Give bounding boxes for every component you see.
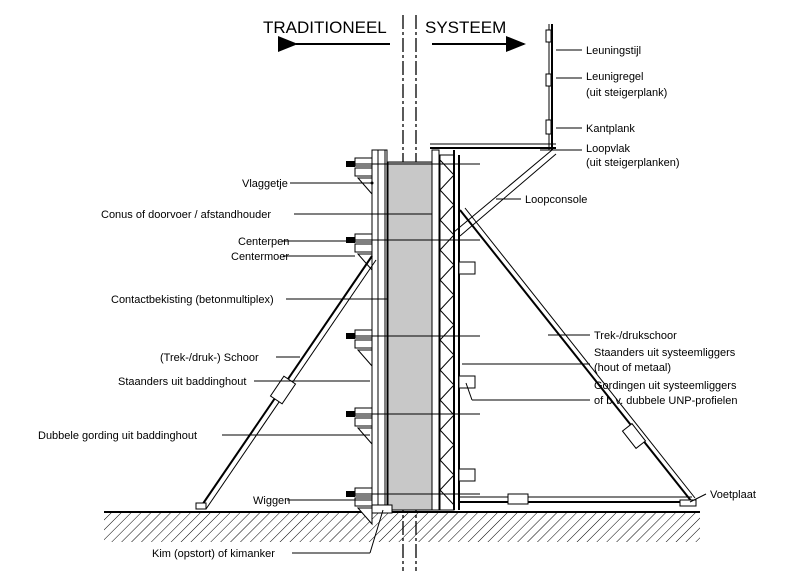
label-contactbekisting: Contactbekisting (betonmultiplex): [111, 294, 274, 306]
system-clamp: [458, 261, 476, 275]
system-formwork: [431, 149, 460, 511]
system-clamp: [458, 468, 476, 482]
wale-block: [354, 329, 373, 339]
wedge: [356, 253, 373, 272]
label-vlaggetje: Vlaggetje: [242, 178, 288, 190]
right-brace: [459, 207, 697, 507]
label-staanders: Staanders uit baddinghout: [118, 376, 246, 388]
label-loopvlak: Loopvlak: [586, 143, 631, 155]
wedge: [356, 427, 373, 446]
label-leunigregel-sub: (uit steigerplank): [586, 87, 667, 99]
header-systeem: SYSTEEM: [425, 18, 506, 37]
label-leuningstijl: Leuningstijl: [586, 45, 641, 57]
label-kantplank: Kantplank: [586, 123, 635, 135]
label-schoor: (Trek-/druk-) Schoor: [160, 352, 259, 364]
label-kim: Kim (opstort) of kimanker: [152, 548, 275, 560]
label-centermoer: Centermoer: [231, 251, 289, 263]
label-voetplaat: Voetplaat: [710, 489, 756, 501]
wale-block: [354, 157, 373, 167]
label-gordingen-sys: Gordingen uit systeemliggers: [594, 380, 737, 392]
label-leunigregel: Leunigregel: [586, 71, 644, 83]
wale-block: [354, 497, 373, 507]
label-trekschoor: Trek-/drukschoor: [594, 330, 677, 342]
system-clamp: [458, 375, 476, 389]
left-wales: [346, 157, 373, 526]
wale-block: [354, 417, 373, 427]
label-gording: Dubbele gording uit baddinghout: [38, 430, 197, 442]
right-labels: Leuningstijl Leunigregel (uit steigerpla…: [462, 45, 756, 503]
label-staanders-sys-sub: (hout of metaal): [594, 362, 671, 374]
wedge: [356, 177, 373, 196]
wedge: [356, 507, 373, 526]
left-brace: [195, 255, 377, 510]
wedge: [356, 349, 373, 368]
header-traditioneel: TRADITIONEEL: [263, 18, 387, 37]
label-staanders-sys: Staanders uit systeemliggers: [594, 347, 736, 359]
ground: [104, 511, 700, 542]
wale-block: [354, 339, 373, 349]
label-loopvlak-sub: (uit steigerplanken): [586, 157, 680, 169]
wale-block: [354, 487, 373, 497]
wale-block: [354, 233, 373, 243]
label-wiggen: Wiggen: [253, 495, 290, 507]
wale-block: [354, 407, 373, 417]
label-loopconsole: Loopconsole: [525, 194, 587, 206]
traditional-formwork: [371, 149, 388, 511]
left-labels: Vlaggetje Conus of doorvoer / afstandhou…: [38, 178, 433, 560]
wale-block: [354, 167, 373, 177]
label-conus: Conus of doorvoer / afstandhouder: [101, 209, 271, 221]
wale-block: [354, 243, 373, 253]
label-gordingen-sys-sub: of b.v. dubbele UNP-profielen: [594, 395, 738, 407]
form-ties: [346, 163, 480, 495]
label-centerpen: Centerpen: [238, 236, 289, 248]
